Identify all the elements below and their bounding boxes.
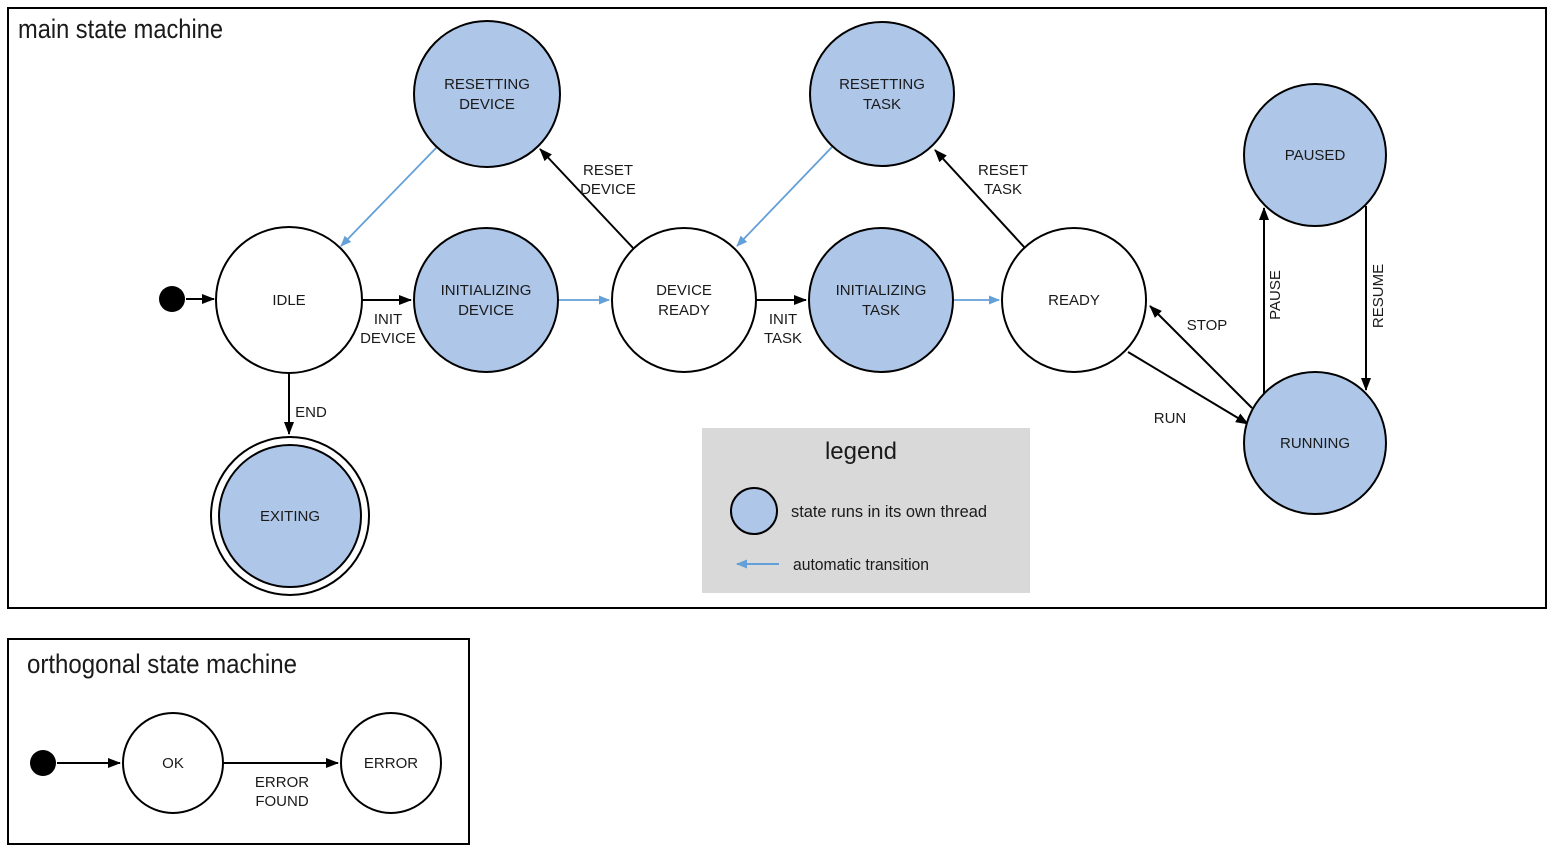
- transition-label-idle-to-exiting: END: [295, 404, 327, 421]
- state-label-paused: PAUSED: [1285, 147, 1346, 164]
- state-label-idle: IDLE: [272, 292, 305, 309]
- state-ok: OK: [122, 712, 224, 814]
- state-running: RUNNING: [1243, 371, 1387, 515]
- orthogonal-machine-states: OK ERROR: [30, 712, 442, 814]
- transition-paused-to-running: RESUME: [1361, 206, 1387, 391]
- transition-label-paused-to-running: RESUME: [1370, 264, 1387, 328]
- transition-label-running-to-paused: PAUSE: [1267, 270, 1284, 320]
- legend-item-threaded-label: state runs in its own thread: [791, 502, 987, 521]
- initial-state-marker: [30, 750, 56, 776]
- transition-label-running-to-ready: STOP: [1187, 317, 1228, 334]
- initial-state-marker: [159, 286, 185, 312]
- orthogonal-state-machine-box: [7, 638, 470, 845]
- main-machine-title: main state machine: [18, 14, 223, 44]
- state-label-running: RUNNING: [1280, 435, 1350, 452]
- legend-item-auto-label: automatic transition: [793, 555, 929, 574]
- transition-resetting-device-to-idle: [340, 146, 438, 247]
- state-label-error: ERROR: [364, 755, 418, 772]
- state-idle: IDLE: [215, 226, 363, 374]
- state-error: ERROR: [340, 712, 442, 814]
- transition-label-ready-to-running: RUN: [1154, 410, 1187, 427]
- transition-idle-to-exiting: END: [284, 373, 327, 435]
- transition-running-to-paused: PAUSE: [1259, 207, 1284, 396]
- state-exiting: EXITING: [210, 436, 370, 596]
- legend-title: legend: [825, 438, 897, 465]
- legend: legend state runs in its own thread auto…: [702, 428, 1030, 593]
- transition-running-to-ready: STOP: [1149, 305, 1253, 409]
- state-paused: PAUSED: [1243, 83, 1387, 227]
- state-label-ok: OK: [162, 755, 184, 772]
- transition-resetting-task-to-device-ready: [736, 146, 833, 247]
- state-label-ready: READY: [1048, 292, 1100, 309]
- state-ready: READY: [1001, 227, 1147, 373]
- orthogonal-machine-title: orthogonal state machine: [27, 649, 297, 679]
- main-state-machine-box: [7, 7, 1547, 609]
- threaded-state-circle-icon: [730, 487, 778, 535]
- state-label-exiting: EXITING: [260, 508, 320, 525]
- transition-ready-to-running: RUN: [1127, 351, 1249, 427]
